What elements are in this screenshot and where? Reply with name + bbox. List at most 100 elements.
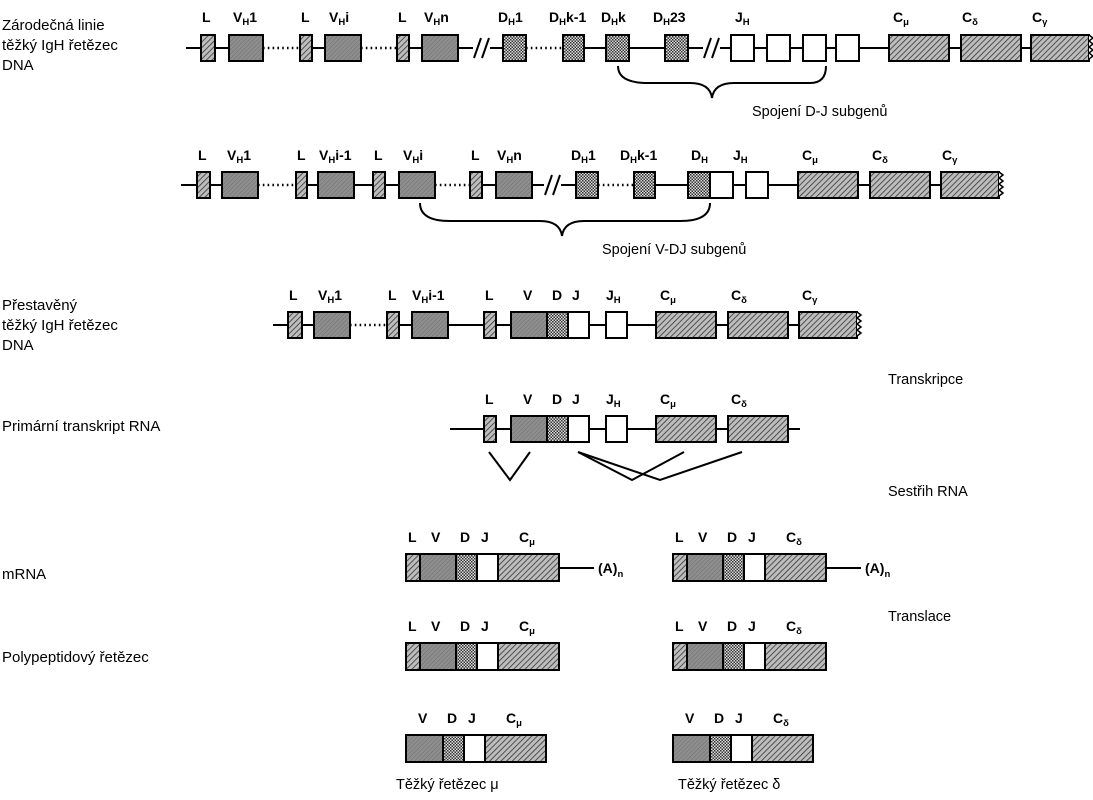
segment-label: VHi (403, 147, 423, 166)
segment-label: D (447, 710, 457, 726)
leader-segment (396, 34, 410, 62)
leader-segment (372, 171, 386, 199)
leader-segment (287, 311, 303, 339)
c-delta-segment (752, 736, 812, 761)
segment-label: L (408, 529, 417, 545)
step-dj-joining: Spojení D-J subgenů (752, 104, 887, 120)
segment-label: VH1 (318, 287, 342, 306)
segment-label: VHn (424, 9, 449, 28)
c-mu-segment (498, 555, 558, 580)
label-mrna: mRNA (2, 566, 46, 583)
segment-label: J (748, 618, 756, 634)
segment-label: VHi-1 (319, 147, 352, 166)
v-segment (411, 311, 449, 339)
segment-label: L (289, 287, 298, 303)
leader-segment (483, 311, 497, 339)
c-delta-segment (765, 644, 825, 669)
splice-line (577, 451, 743, 482)
step-splicing: Sestřih RNA (888, 484, 968, 500)
segment-label: Cδ (872, 147, 888, 166)
segment-label: Cμ (519, 618, 535, 637)
truncation-mark (855, 311, 863, 338)
v-segment (398, 171, 436, 199)
segment-label: L (398, 9, 407, 25)
j-segment (802, 34, 827, 62)
segment-label: VHi-1 (412, 287, 445, 306)
c-mu-segment (655, 415, 717, 443)
segment-label: JH (606, 287, 621, 306)
segment-label: J (572, 287, 580, 303)
j-segment (567, 415, 590, 443)
d-segment (710, 736, 731, 761)
segment-label: J (481, 529, 489, 545)
label-primary-transcript: Primární transkript RNA (2, 418, 160, 435)
j-segment (464, 736, 485, 761)
segment-label: Cδ (786, 618, 802, 637)
c-gamma-segment (1030, 34, 1090, 62)
poly-a-label: (A)n (865, 560, 890, 580)
segment-label: V (685, 710, 695, 726)
label-rearranged-line-1: Přestavěný (2, 297, 78, 314)
leader-segment (299, 34, 313, 62)
segment-label: Cμ (506, 710, 522, 729)
c-mu-segment (797, 171, 859, 199)
c-mu-segment (655, 311, 717, 339)
d-segment (562, 34, 585, 62)
c-mu-segment (485, 736, 545, 761)
segment-label: L (485, 391, 494, 407)
segment-label: J (468, 710, 476, 726)
j-segment (477, 644, 498, 669)
j-segment (745, 171, 769, 199)
vdj-join-brace (419, 202, 711, 237)
segment-label: Cμ (802, 147, 818, 166)
j-segment (567, 311, 590, 339)
c-delta-segment (960, 34, 1022, 62)
j-segment (835, 34, 860, 62)
d-segment (605, 34, 630, 62)
label-germline-line-3: DNA (2, 57, 34, 74)
v-segment (420, 644, 456, 669)
v-segment (510, 311, 548, 339)
d-segment (633, 171, 656, 199)
segment-label: VHi (329, 9, 349, 28)
j-segment (730, 34, 755, 62)
v-segment (228, 34, 264, 62)
v-segment (510, 415, 548, 443)
j-segment (477, 555, 498, 580)
segment-label: L (675, 529, 684, 545)
j-segment (766, 34, 791, 62)
break-mark (544, 174, 561, 196)
leader-segment (407, 644, 420, 669)
leader-segment (674, 555, 687, 580)
segment-label: Cμ (660, 391, 676, 410)
segment-label: J (572, 391, 580, 407)
c-delta-segment (727, 415, 789, 443)
segment-label: V (431, 618, 441, 634)
v-segment (221, 171, 259, 199)
segment-label: D (727, 618, 737, 634)
segment-label: Cδ (731, 391, 747, 410)
segment-label: L (485, 287, 494, 303)
d-segment (456, 555, 477, 580)
v-segment (674, 736, 710, 761)
d-segment (575, 171, 599, 199)
segment-label: DHk (601, 9, 626, 28)
segment-label: Cγ (1032, 9, 1048, 28)
c-mu-segment (498, 644, 558, 669)
segment-label: V (523, 391, 533, 407)
d-segment (723, 644, 744, 669)
d-segment (687, 171, 711, 199)
label-germline: Zárodečná linie těžký IgH řetězec DNA (2, 17, 122, 74)
label-polypeptide: Polypeptidový řetězec (2, 649, 149, 666)
j-segment (731, 736, 752, 761)
leader-segment (407, 555, 420, 580)
segment-label: Cδ (786, 529, 802, 548)
